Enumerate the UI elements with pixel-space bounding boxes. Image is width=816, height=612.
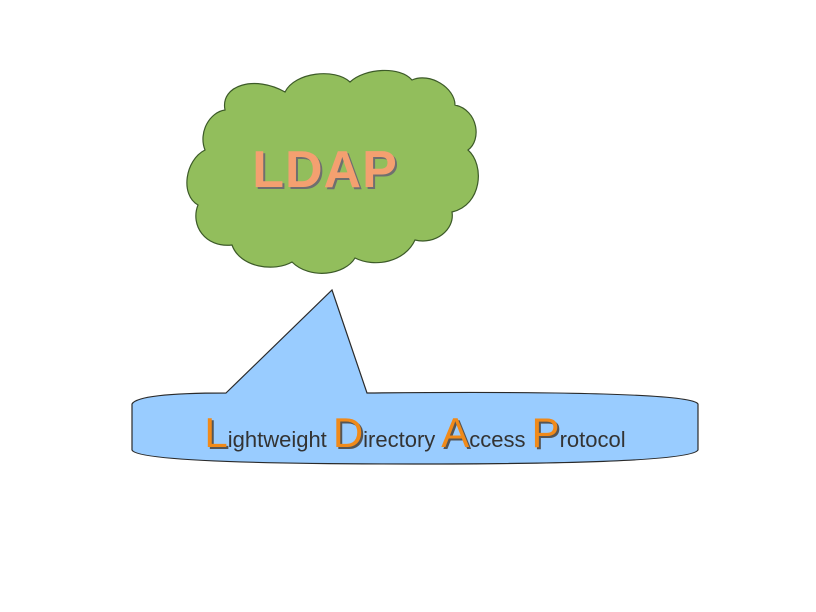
word-lightweight: L ightweight [204,404,326,469]
callout-text: L ightweight D irectory A ccess P rotoco… [132,404,698,462]
word-rest: irectory [363,427,436,452]
word-initial: A [441,409,470,456]
cloud-shape [186,69,479,274]
cloud-title: LDAP [252,141,398,199]
word-rest: ightweight [227,427,327,452]
word-initial: L [204,409,228,456]
word-directory: D irectory [333,404,435,469]
word-rest: ccess [469,427,526,452]
callout-shape [131,288,699,465]
word-protocol: P rotocol [532,404,626,469]
word-initial: D [332,409,364,456]
word-access: A ccess [441,404,525,469]
word-rest: rotocol [559,427,626,452]
word-initial: P [531,409,560,456]
